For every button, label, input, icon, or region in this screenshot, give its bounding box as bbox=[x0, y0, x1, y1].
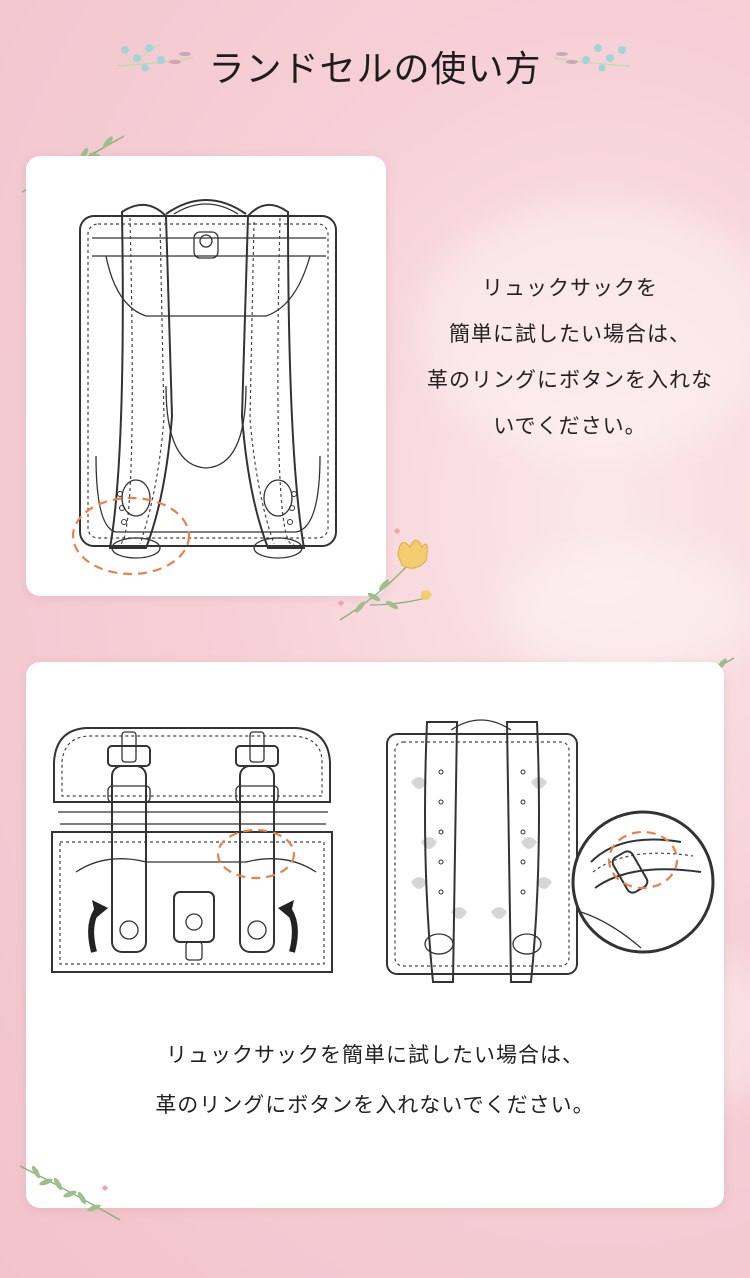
instruction-line: リュックサックを bbox=[482, 276, 658, 300]
backpack-rear-illustration bbox=[386, 719, 715, 983]
tulip-sprig-icon bbox=[338, 528, 432, 621]
instruction-line: 革のリングにボタンを入れないでください。 bbox=[155, 1093, 595, 1117]
ring-highlight bbox=[71, 496, 191, 576]
page-title: ランドセルの使い方 bbox=[208, 49, 542, 90]
instruction-line: 革のリングにボタンを入れな bbox=[427, 368, 713, 392]
title-row: ランドセルの使い方 bbox=[0, 30, 750, 100]
right-flower-sprig-icon bbox=[553, 44, 631, 72]
ring-highlight bbox=[216, 828, 296, 880]
leaf-sprig-icon bbox=[19, 1165, 121, 1221]
backpack-front-illustration bbox=[51, 727, 333, 973]
instruction-text-2: リュックサックを簡単に試したい場合は、 革のリングにボタンを入れないでください。 bbox=[26, 1030, 724, 1130]
backpack-detail-card bbox=[26, 662, 724, 1208]
backpack-back-illustration bbox=[71, 199, 337, 576]
instruction-line: 簡単に試したい場合は、 bbox=[449, 322, 691, 346]
instruction-line: リュックサックを簡単に試したい場合は、 bbox=[166, 1043, 584, 1067]
background-cloud bbox=[500, 540, 750, 680]
background-cloud bbox=[420, 200, 750, 460]
instruction-text-1: リュックサックを 簡単に試したい場合は、 革のリングにボタンを入れな いでくださ… bbox=[395, 265, 745, 449]
backpack-back-card bbox=[26, 156, 386, 596]
left-flower-sprig-icon bbox=[116, 43, 194, 72]
instruction-line: いでください。 bbox=[493, 414, 647, 438]
ring-highlight bbox=[607, 830, 679, 890]
